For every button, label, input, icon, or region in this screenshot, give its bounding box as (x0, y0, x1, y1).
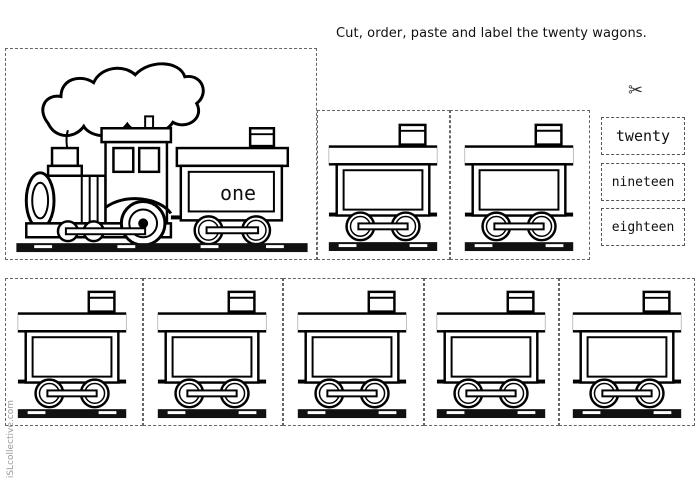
watermark: iSLcollective.com (6, 400, 16, 479)
wagon-panel (283, 278, 424, 426)
label-card[interactable]: twenty (601, 117, 685, 155)
wagon-panel (450, 110, 590, 260)
wagon-panel (559, 278, 695, 426)
label-text: nineteen (611, 174, 675, 190)
label-card[interactable]: eighteen (601, 208, 685, 246)
instructions-text: Cut, order, paste and label the twenty w… (336, 26, 647, 41)
label-text: eighteen (611, 219, 675, 235)
wagon-panel (317, 110, 450, 260)
wagon-illustration (17, 290, 127, 420)
locomotive-panel: one (5, 48, 317, 260)
wagon-illustration (572, 290, 682, 420)
wagon-panel (143, 278, 283, 426)
label-card[interactable]: nineteen (601, 163, 685, 201)
locomotive-illustration (16, 62, 308, 253)
wagon-panel (5, 278, 143, 426)
wagon-panel (424, 278, 559, 426)
label-text: twenty (615, 127, 671, 145)
wagon-illustration (328, 123, 438, 253)
scissors-icon: ✂ (628, 80, 644, 101)
wagon-illustration (464, 123, 574, 253)
first-wagon-label: one (219, 181, 257, 205)
wagon-illustration (157, 290, 267, 420)
wagon-illustration (436, 290, 546, 420)
wagon-illustration (297, 290, 407, 420)
